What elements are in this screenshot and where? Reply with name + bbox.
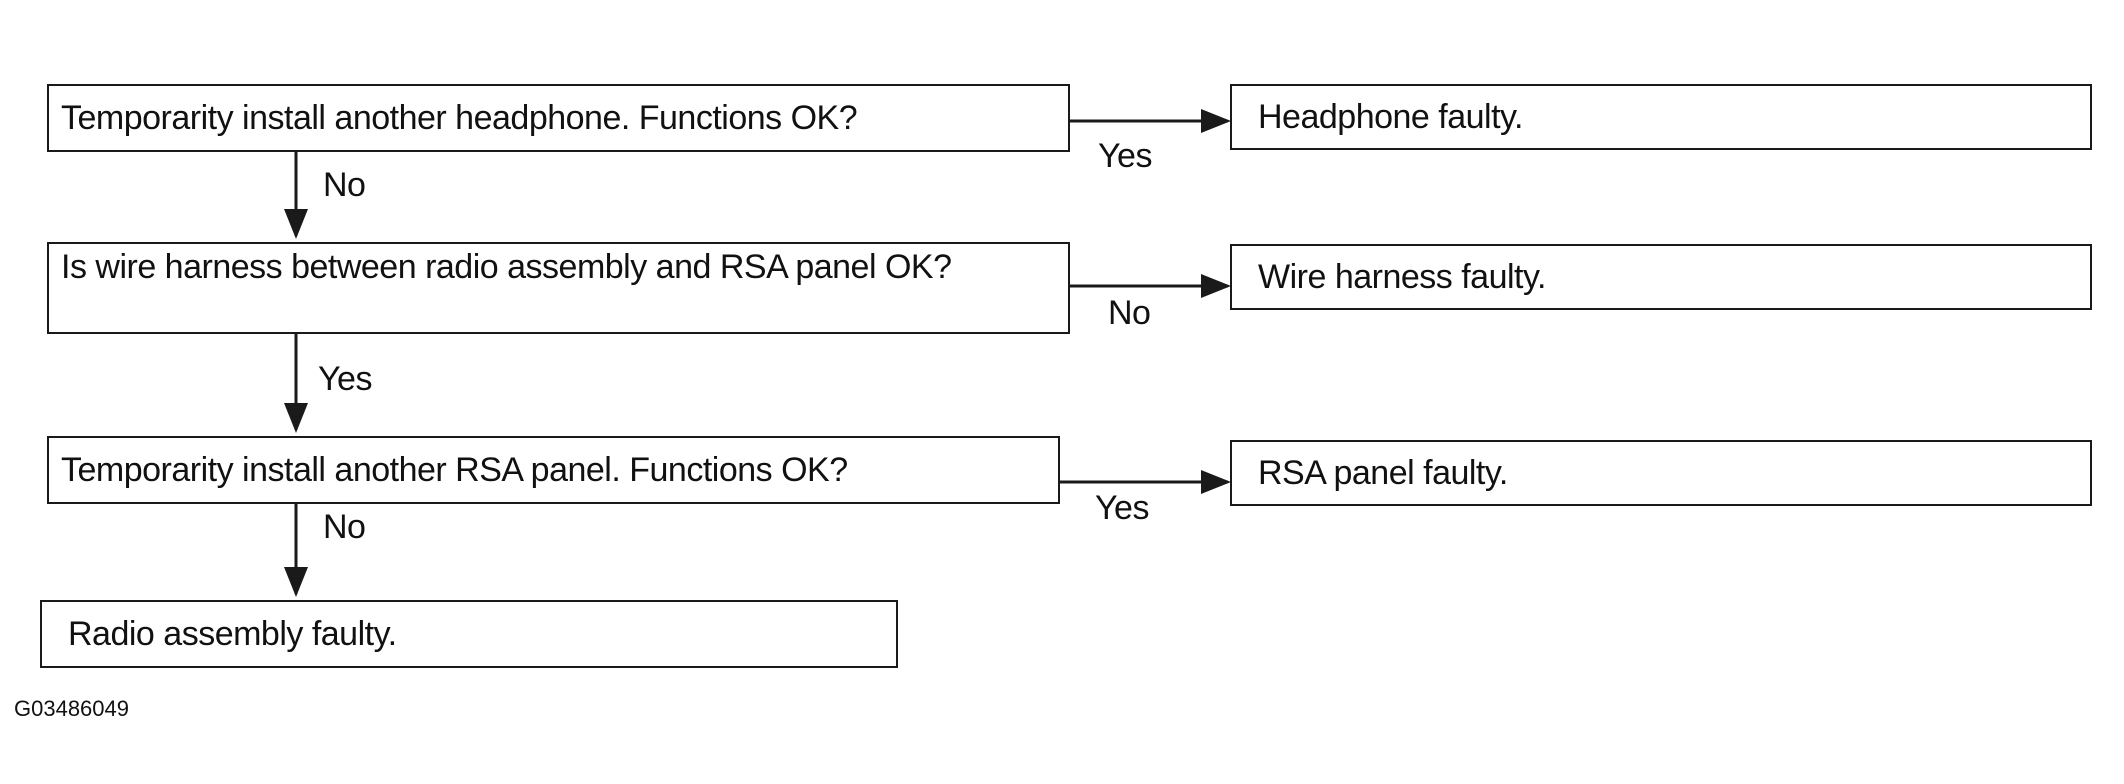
- decision-box-headphone: Temporarity install another headphone. F…: [47, 84, 1070, 152]
- result-box-rsa-panel-faulty: RSA panel faulty.: [1230, 440, 2092, 506]
- edge-label-q2-no: No: [1108, 294, 1151, 332]
- result-text-headphone-faulty: Headphone faulty.: [1258, 98, 1523, 136]
- decision-box-wire-harness: Is wire harness between radio assembly a…: [47, 242, 1070, 334]
- edge-label-q1-no: No: [323, 166, 366, 204]
- decision-text-headphone: Temporarity install another headphone. F…: [61, 99, 858, 137]
- edge-label-q3-yes: Yes: [1095, 489, 1149, 527]
- decision-box-rsa-panel: Temporarity install another RSA panel. F…: [47, 436, 1060, 504]
- decision-text-rsa-panel: Temporarity install another RSA panel. F…: [61, 451, 848, 489]
- result-box-radio-assembly-faulty: Radio assembly faulty.: [40, 600, 898, 668]
- result-box-wire-harness-faulty: Wire harness faulty.: [1230, 244, 2092, 310]
- edge-label-q3-no: No: [323, 508, 366, 546]
- decision-text-wire-harness: Is wire harness between radio assembly a…: [61, 248, 952, 286]
- result-box-headphone-faulty: Headphone faulty.: [1230, 84, 2092, 150]
- figure-id: G03486049: [14, 696, 129, 721]
- edge-label-q2-yes: Yes: [318, 360, 372, 398]
- result-text-wire-harness-faulty: Wire harness faulty.: [1258, 258, 1546, 296]
- result-text-rsa-panel-faulty: RSA panel faulty.: [1258, 454, 1508, 492]
- edge-label-q1-yes: Yes: [1098, 137, 1152, 175]
- result-text-radio-assembly-faulty: Radio assembly faulty.: [68, 615, 397, 653]
